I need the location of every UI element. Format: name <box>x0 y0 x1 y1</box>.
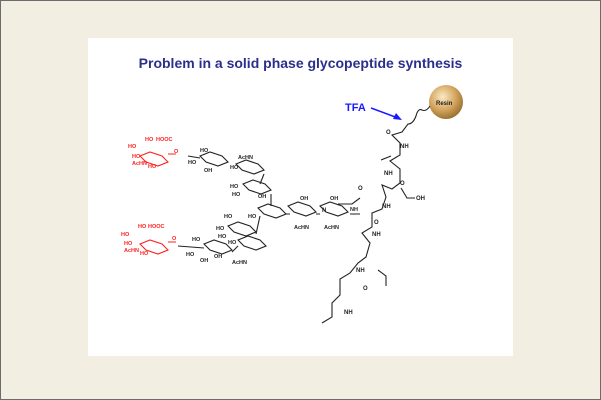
atom-label: HO <box>216 226 225 232</box>
arrow-head-icon <box>393 113 402 120</box>
atom-label: HO <box>218 234 227 240</box>
peptide-backbone <box>321 105 431 324</box>
atom-label: OH <box>204 168 212 174</box>
atom-label: OH <box>200 258 208 264</box>
resin-bead <box>429 85 463 119</box>
atom-label: HO <box>138 224 147 230</box>
atom-label: NH <box>382 204 391 210</box>
atom-label: AcHN <box>124 248 139 254</box>
glycopeptide-structure-diagram: Resin TFA O NH O NH OH NH O NH O NH O NH… <box>121 85 463 324</box>
atom-label: HO <box>140 251 149 257</box>
atom-label: NH <box>384 171 393 177</box>
atom-label: HO <box>224 214 233 220</box>
atom-label: HO <box>148 164 157 170</box>
atom-label: NH <box>400 144 409 150</box>
atom-label: AcHN <box>294 225 309 231</box>
tfa-arrow <box>370 107 399 119</box>
atom-label: HO <box>121 232 130 238</box>
tfa-label: TFA <box>345 102 366 114</box>
atom-label: AcHN <box>132 161 147 167</box>
atom-label: HO <box>192 237 201 243</box>
atom-label: HOOC <box>156 137 173 143</box>
atom-label: OH <box>330 196 338 202</box>
slide-title: Problem in a solid phase glycopeptide sy… <box>138 55 463 71</box>
atom-label: O <box>363 286 368 292</box>
atom-label: HO <box>248 214 257 220</box>
atom-label: HO <box>230 165 239 171</box>
atom-label: O <box>386 130 391 136</box>
slide: Problem in a solid phase glycopeptide sy… <box>88 38 513 356</box>
atom-label: HO <box>124 241 133 247</box>
atom-label: HO <box>200 148 209 154</box>
atom-label: HO <box>186 252 195 258</box>
atom-label: HO <box>230 184 239 190</box>
sialic-acid-rings <box>139 151 176 255</box>
atom-label: HO <box>228 240 237 246</box>
atom-label: HO <box>145 137 154 143</box>
atom-label: O <box>374 220 379 226</box>
atom-label: HO <box>132 154 141 160</box>
atom-label: NH <box>344 310 353 316</box>
atom-label: OH <box>300 196 308 202</box>
atom-label: NH <box>372 232 381 238</box>
atom-label: HO <box>128 144 137 150</box>
atom-label: AcHN <box>324 225 339 231</box>
atom-label: AcHN <box>232 260 247 266</box>
atom-label: NH <box>350 207 358 213</box>
atom-label: OH <box>258 194 266 200</box>
atom-label: OH <box>416 196 425 202</box>
atom-label: NH <box>356 268 365 274</box>
atom-label: HO <box>232 192 241 198</box>
atom-label: O <box>400 181 405 187</box>
atom-label: N <box>322 208 326 214</box>
resin-label: Resin <box>436 101 453 107</box>
atom-label: O <box>358 186 363 192</box>
atom-label: O <box>174 149 179 155</box>
atom-label: HOOC <box>148 224 165 230</box>
atom-label: O <box>172 236 177 242</box>
glycan-rings <box>177 151 360 255</box>
atom-label: OH <box>214 254 222 260</box>
atom-label: HO <box>188 160 197 166</box>
atom-label: AcHN <box>238 155 253 161</box>
